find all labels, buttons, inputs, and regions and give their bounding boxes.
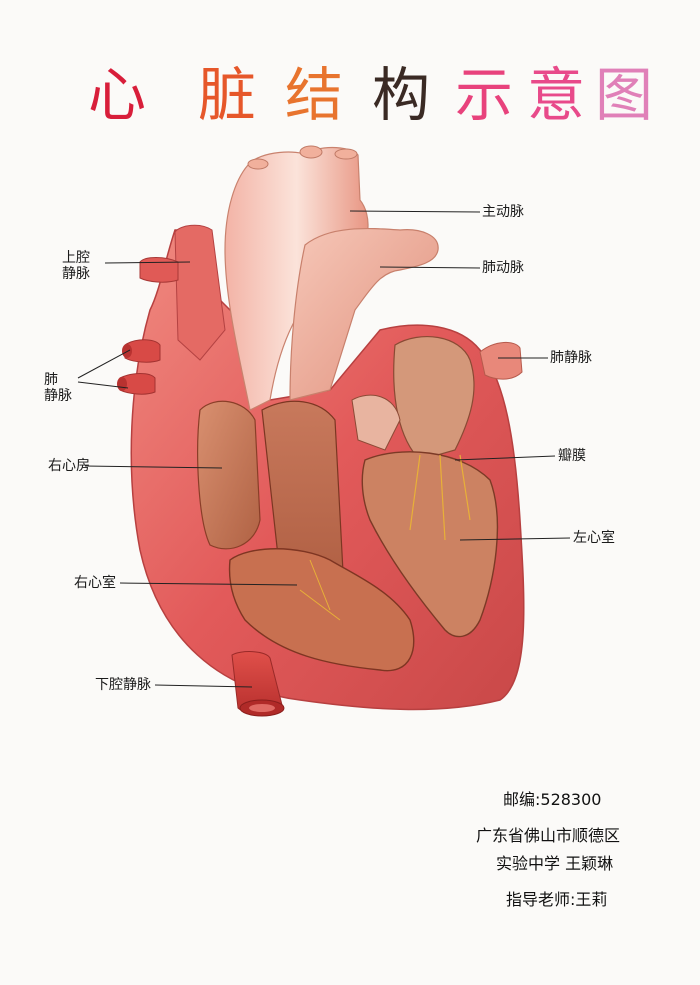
label-pulmonary-vein-left: 肺 静脉 (44, 372, 72, 404)
label-pulmonary-vein-right: 肺静脉 (550, 350, 592, 366)
address-text: 广东省佛山市顺德区 (476, 826, 621, 845)
valve-flap (351, 394, 401, 451)
teacher-text: 指导老师:王莉 (506, 890, 608, 909)
label-pulmonary-artery: 肺动脉 (482, 260, 524, 276)
label-inferior-vena-cava: 下腔静脉 (95, 677, 151, 693)
pulmonary-vein-left-shape-2 (119, 373, 156, 395)
title-char: 结 (285, 61, 350, 129)
title-char: 意 (527, 61, 592, 129)
title-char: 心 (88, 61, 153, 129)
superior-vena-cava-shape (174, 224, 226, 361)
title-char: 示 (455, 61, 520, 129)
right-atrium-chamber (197, 400, 261, 550)
label-right-atrium: 右心房 (48, 458, 90, 474)
pulmonary-vein-right-shape (479, 342, 523, 380)
right-ventricle-chamber (228, 548, 415, 672)
label-superior-vena-cava: 上腔 静脉 (62, 250, 90, 282)
title-char: 图 (595, 61, 660, 129)
left-ventricle-chamber (361, 451, 499, 638)
label-valve: 瓣膜 (558, 448, 586, 464)
title-char: 脏 (198, 61, 263, 129)
label-left-ventricle: 左心室 (573, 530, 615, 546)
title-char: 构 (372, 61, 437, 129)
label-right-ventricle: 右心室 (74, 575, 116, 591)
svc-branch-shape (139, 257, 179, 283)
leader-lines (77, 210, 571, 688)
postcode-text: 邮编:528300 (503, 790, 602, 809)
label-aorta: 主动脉 (482, 204, 524, 220)
school-author-text: 实验中学 王颖琳 (496, 854, 614, 873)
diagram-title: 心 脏 结 构 示 意 图 (0, 48, 700, 129)
pulmonary-vein-left-shape (124, 339, 161, 363)
